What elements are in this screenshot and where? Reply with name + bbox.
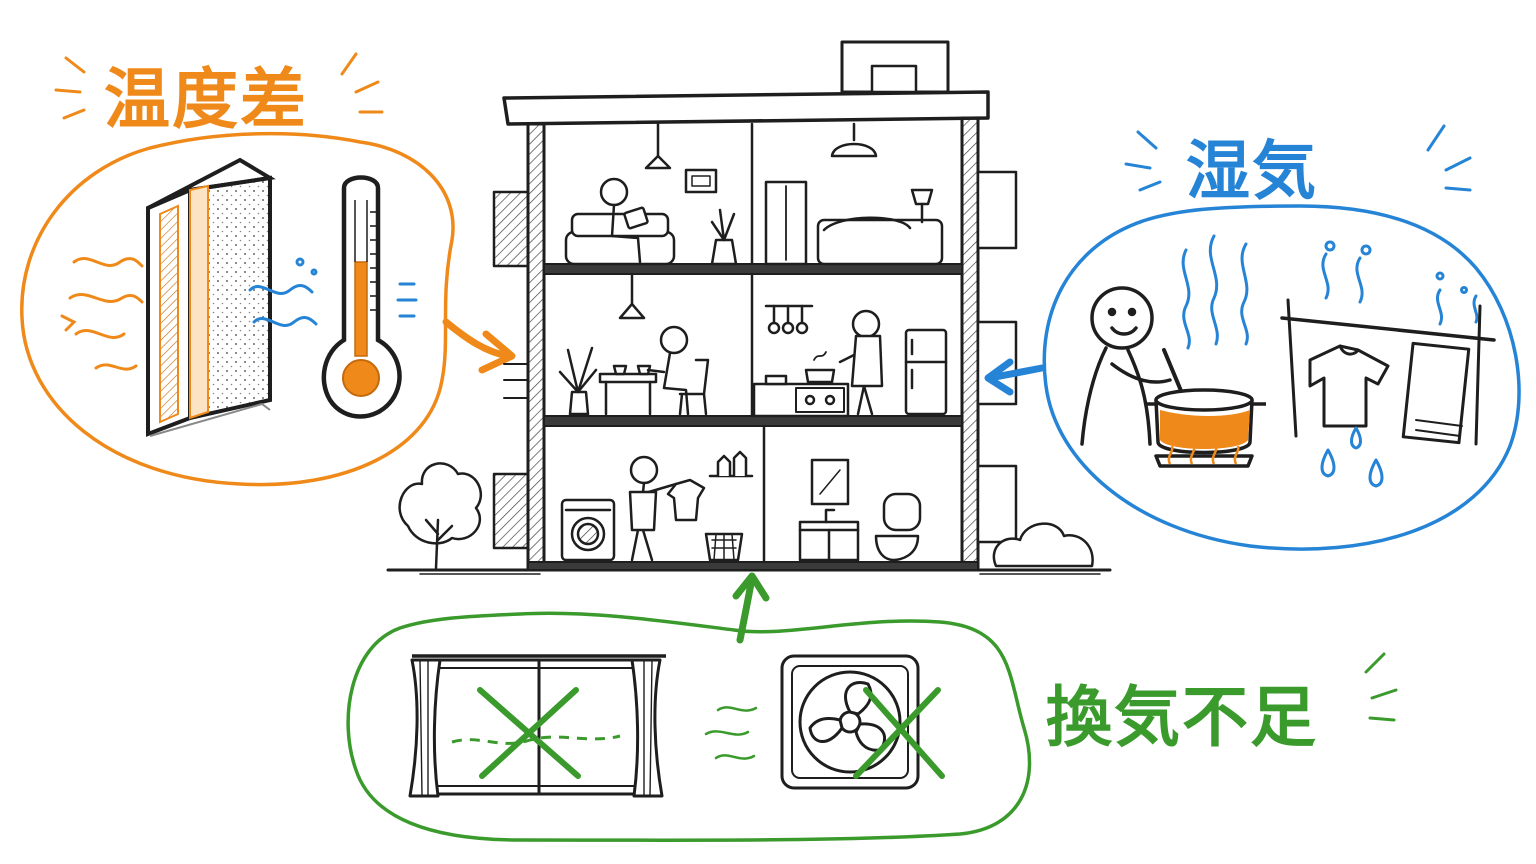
- steam-icon: [1181, 234, 1249, 350]
- water-drop-icon: [1320, 426, 1384, 488]
- laundry-steam-icon: [1321, 240, 1479, 326]
- ventilation-group: [346, 572, 1398, 842]
- room-bedroom: [764, 122, 944, 266]
- temperature-group: [20, 52, 516, 487]
- humidity-title-accents: [1124, 124, 1472, 192]
- thermometer-icon: [321, 175, 402, 419]
- cold-wave-icon: [248, 257, 418, 327]
- humidity-group: [984, 124, 1521, 551]
- laundry-drying-icon: [1280, 298, 1496, 446]
- insulated-wall-icon: [146, 157, 276, 437]
- temperature-title-accents: [54, 52, 384, 120]
- ventilation-bubble-outline: [346, 611, 1032, 842]
- temperature-bubble-outline: [20, 131, 455, 487]
- cross-mark-icon: [477, 687, 945, 779]
- temperature-difference-label: 温度差: [104, 61, 308, 138]
- bush-icon: [992, 522, 1094, 568]
- room-kitchen: [752, 304, 948, 418]
- ventilation-title-accents: [1364, 652, 1398, 722]
- room-bathroom: [798, 458, 922, 562]
- room-living: [564, 122, 738, 266]
- room-laundry: [560, 450, 754, 562]
- humidity-bubble-outline: [1042, 204, 1521, 551]
- boiling-pot-icon: [1146, 388, 1266, 468]
- airflow-icon: [704, 706, 758, 760]
- room-dining: [558, 272, 710, 416]
- heat-wave-icon: [60, 257, 144, 371]
- ventilation-arrow-icon: [732, 572, 770, 644]
- humidity-arrow-icon: [984, 358, 1046, 396]
- building-cutaway: [386, 40, 1112, 575]
- tree-icon: [398, 462, 483, 570]
- temperature-arrow-icon: [442, 318, 516, 374]
- insufficient-ventilation-label: 換気不足: [1046, 679, 1318, 756]
- humidity-label: 湿気: [1186, 135, 1318, 209]
